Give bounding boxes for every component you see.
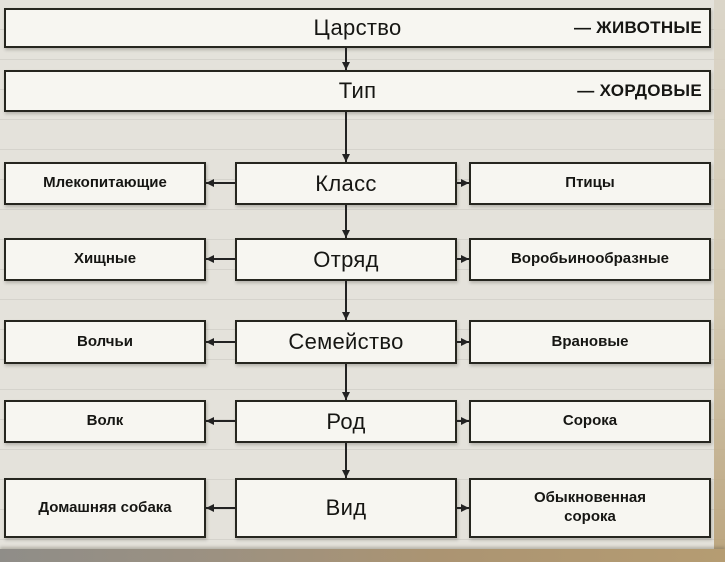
class-rank-label: Класс [315, 170, 377, 196]
order-left-label: Хищные [73, 250, 137, 268]
page-edge-right [714, 0, 725, 562]
species-left-box: Домашняя собака [4, 478, 206, 538]
order-right-label: Воробьинообразные [510, 250, 670, 268]
species-rank-label: Вид [325, 495, 367, 520]
genus-box: Род [235, 400, 457, 443]
class-box: Класс [235, 162, 457, 205]
genus-rank-label: Род [326, 408, 366, 434]
order-rank-label: Отряд [313, 246, 379, 272]
arrow-left-icon [206, 416, 235, 425]
species-box: Вид [235, 478, 457, 538]
arrow-down-icon [341, 443, 350, 478]
kingdom-box: Царство — ЖИВОТНЫЕ [4, 8, 711, 48]
order-box: Отряд [235, 238, 457, 281]
arrow-down-icon [341, 48, 350, 70]
arrow-right-icon [457, 337, 469, 346]
kingdom-taxon-label: — ЖИВОТНЫЕ [573, 18, 702, 37]
kingdom-rank-label: Царство [313, 15, 402, 40]
arrow-down-icon [341, 281, 350, 320]
arrow-right-icon [457, 254, 469, 263]
order-right-box: Воробьинообразные [469, 238, 711, 281]
phylum-box: Тип — ХОРДОВЫЕ [4, 70, 711, 112]
family-right-box: Врановые [469, 320, 711, 364]
arrow-right-icon [457, 416, 469, 425]
arrow-left-icon [206, 503, 235, 512]
genus-right-box: Сорока [469, 400, 711, 443]
phylum-taxon-label: — ХОРДОВЫЕ [577, 81, 702, 100]
arrow-left-icon [206, 254, 235, 263]
phylum-rank-label: Тип [338, 78, 377, 103]
species-right-box: Обыкновенная сорока [469, 478, 711, 538]
family-rank-label: Семейство [288, 329, 404, 354]
class-left-label: Млекопитающие [43, 174, 167, 192]
species-right-label: Обыкновенная сорока [533, 489, 647, 525]
family-left-label: Волчьи [77, 332, 133, 350]
arrow-right-icon [457, 503, 469, 512]
page-edge-bottom [0, 549, 725, 562]
species-left-label: Домашняя собака [38, 498, 172, 516]
genus-right-label: Сорока [562, 412, 618, 430]
arrow-left-icon [206, 337, 235, 346]
arrow-down-icon [341, 112, 350, 162]
class-right-label: Птицы [565, 174, 615, 192]
family-left-box: Волчьи [4, 320, 206, 364]
genus-left-box: Волк [4, 400, 206, 443]
family-right-label: Врановые [551, 332, 629, 350]
class-right-box: Птицы [469, 162, 711, 205]
order-left-box: Хищные [4, 238, 206, 281]
arrow-down-icon [341, 364, 350, 400]
arrow-right-icon [457, 178, 469, 187]
genus-left-label: Волк [86, 412, 124, 430]
family-box: Семейство [235, 320, 457, 364]
arrow-down-icon [341, 205, 350, 238]
class-left-box: Млекопитающие [4, 162, 206, 205]
arrow-left-icon [206, 178, 235, 187]
